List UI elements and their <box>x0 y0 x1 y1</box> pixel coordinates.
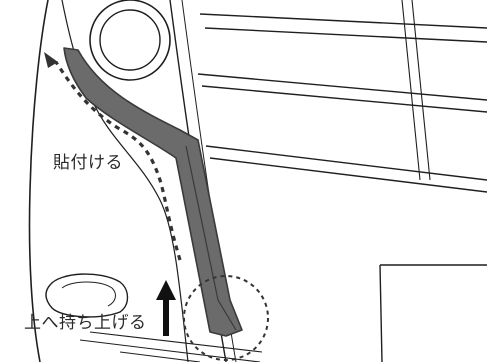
fog-lamp <box>45 273 129 318</box>
grille-vertical-bar <box>401 0 431 181</box>
headlight-outer <box>89 0 171 81</box>
clip-focus-circle <box>183 275 269 361</box>
attach-arrowhead <box>44 52 58 68</box>
grille-slat-3 <box>205 145 487 193</box>
garnish-highlight <box>185 145 237 331</box>
lift-arrowhead <box>156 280 176 300</box>
headlight-inner <box>99 9 161 71</box>
garnish-strip <box>63 47 243 337</box>
grille-slat-2 <box>197 73 487 113</box>
lower-bumper-lines <box>79 331 263 362</box>
grille-slat-1 <box>199 13 487 43</box>
fog-lamp-inner <box>61 281 116 307</box>
attach-label: 貼付ける <box>53 153 123 173</box>
bumper-outline <box>28 0 49 362</box>
license-plate-frame <box>379 264 487 362</box>
lift-label: 上へ持ち上げる <box>24 313 147 333</box>
